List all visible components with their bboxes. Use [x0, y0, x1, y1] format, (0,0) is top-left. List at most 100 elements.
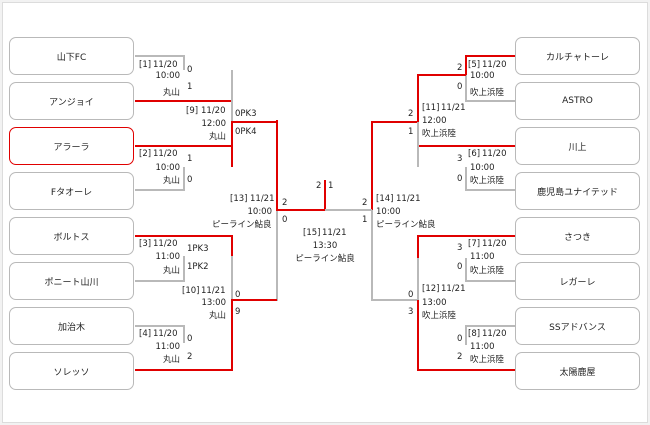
match-score: 0PK3	[235, 109, 257, 119]
team-box[interactable]: ソレッソ	[9, 352, 134, 390]
line-m12	[371, 210, 419, 301]
match-score: 0	[187, 175, 193, 185]
line-m5-bottom	[465, 75, 515, 102]
match-date: 11/21	[322, 228, 347, 238]
match-time: 13:30	[312, 241, 338, 251]
team-box[interactable]: 山下FC	[9, 37, 134, 75]
team-box[interactable]: ASTRO	[515, 82, 640, 120]
team-box[interactable]: ポニート山川	[9, 262, 134, 300]
match-time: 12:00	[201, 119, 227, 129]
match-score: 2	[408, 109, 414, 119]
match-id: [7]	[468, 239, 481, 249]
match-id: [4]	[139, 329, 152, 339]
match-date: 11/21	[441, 284, 466, 294]
team-box[interactable]: ボルトス	[9, 217, 134, 255]
match-date: 11/20	[482, 329, 507, 339]
line-m8-bottom	[417, 345, 515, 371]
match-venue: 吹上浜陸	[422, 129, 457, 139]
match-time: 11:00	[155, 252, 181, 262]
team-box-highlighted[interactable]: アラーラ	[9, 127, 134, 165]
match-date: 11/20	[201, 106, 226, 116]
line-m3-bottom	[135, 256, 185, 282]
match-venue: 吹上浜陸	[422, 311, 457, 321]
team-box[interactable]: 鹿児島ユナイテッド	[515, 172, 640, 210]
line-m3-top	[135, 235, 233, 256]
line-m4-top	[135, 325, 185, 343]
match-score: 1	[362, 215, 368, 225]
match-venue: ピーライン鮎良	[212, 220, 272, 230]
match-date: 11/21	[201, 286, 226, 296]
match-venue: 丸山	[208, 311, 226, 321]
match-id: [10]	[182, 286, 200, 296]
match-date: 11/21	[396, 194, 421, 204]
team-box[interactable]: SSアドバンス	[515, 307, 640, 345]
team-box[interactable]: レガーレ	[515, 262, 640, 300]
match-time: 10:00	[247, 207, 273, 217]
match-score: 1	[408, 127, 414, 137]
match-id: [5]	[468, 60, 481, 70]
team-box[interactable]: カルチャトーレ	[515, 37, 640, 75]
team-box[interactable]: 川上	[515, 127, 640, 165]
match-time: 10:00	[376, 207, 401, 217]
match-id: [2]	[139, 149, 152, 159]
line-m7-bottom	[465, 258, 515, 282]
match-score: 0PK4	[235, 127, 257, 137]
match-time: 11:00	[155, 342, 181, 352]
match-time: 13:00	[201, 298, 227, 308]
match-score: 9	[235, 307, 241, 317]
match-venue: 丸山	[162, 176, 180, 186]
match-date: 11/20	[482, 149, 507, 159]
match-date: 11/20	[153, 149, 178, 159]
match-time: 11:00	[470, 252, 495, 262]
match-venue: 吹上浜陸	[470, 88, 505, 98]
team-box[interactable]: さつき	[515, 217, 640, 255]
match-venue: 吹上浜陸	[470, 355, 505, 365]
match-venue: 丸山	[162, 355, 180, 365]
match-id: [8]	[468, 329, 481, 339]
match-venue: 丸山	[162, 88, 180, 98]
team-box[interactable]: アンジョイ	[9, 82, 134, 120]
match-date: 11/21	[441, 103, 466, 113]
match-score: 0	[235, 290, 241, 300]
match-id: [13]	[230, 194, 248, 204]
line-m6-bottom	[465, 167, 515, 191]
final-score: 2	[316, 181, 322, 191]
match-score: 0	[457, 262, 463, 272]
match-venue: ピーライン鮎良	[376, 220, 436, 230]
team-box[interactable]: Fタオーレ	[9, 172, 134, 210]
match-id: [9]	[186, 106, 199, 116]
match-score: 0	[457, 174, 463, 184]
match-score: 1	[187, 154, 193, 164]
match-venue: ピーライン鮎良	[295, 254, 355, 264]
team-box[interactable]: 加治木	[9, 307, 134, 345]
line-m5-top	[465, 55, 515, 75]
match-time: 10:00	[470, 71, 495, 81]
match-score: 0	[187, 65, 193, 75]
match-id: [14]	[376, 194, 394, 204]
match-score: 3	[457, 243, 463, 253]
line-m4-bottom	[135, 343, 233, 371]
match-score: 3	[457, 154, 463, 164]
match-time: 10:00	[470, 163, 495, 173]
match-venue: 丸山	[208, 132, 226, 142]
line-m13-left	[276, 120, 326, 211]
line-m9-top	[231, 70, 278, 210]
match-score: 3	[408, 307, 414, 317]
match-date: 11/20	[153, 239, 178, 249]
match-time: 13:00	[422, 298, 447, 308]
match-score: 2	[457, 63, 463, 73]
match-id: [15]	[303, 228, 321, 238]
match-venue: 丸山	[162, 266, 180, 276]
match-venue: 吹上浜陸	[470, 176, 505, 186]
match-score: 1PK3	[187, 244, 209, 254]
team-box[interactable]: 太陽鹿屋	[515, 352, 640, 390]
match-venue: 吹上浜陸	[470, 266, 505, 276]
match-date: 11/20	[482, 60, 507, 70]
match-score: 0	[282, 215, 288, 225]
match-score: 1PK2	[187, 262, 209, 272]
match-score: 0	[457, 334, 463, 344]
final-score: 1	[328, 181, 334, 191]
match-time: 10:00	[155, 71, 181, 81]
match-time: 11:00	[470, 342, 495, 352]
